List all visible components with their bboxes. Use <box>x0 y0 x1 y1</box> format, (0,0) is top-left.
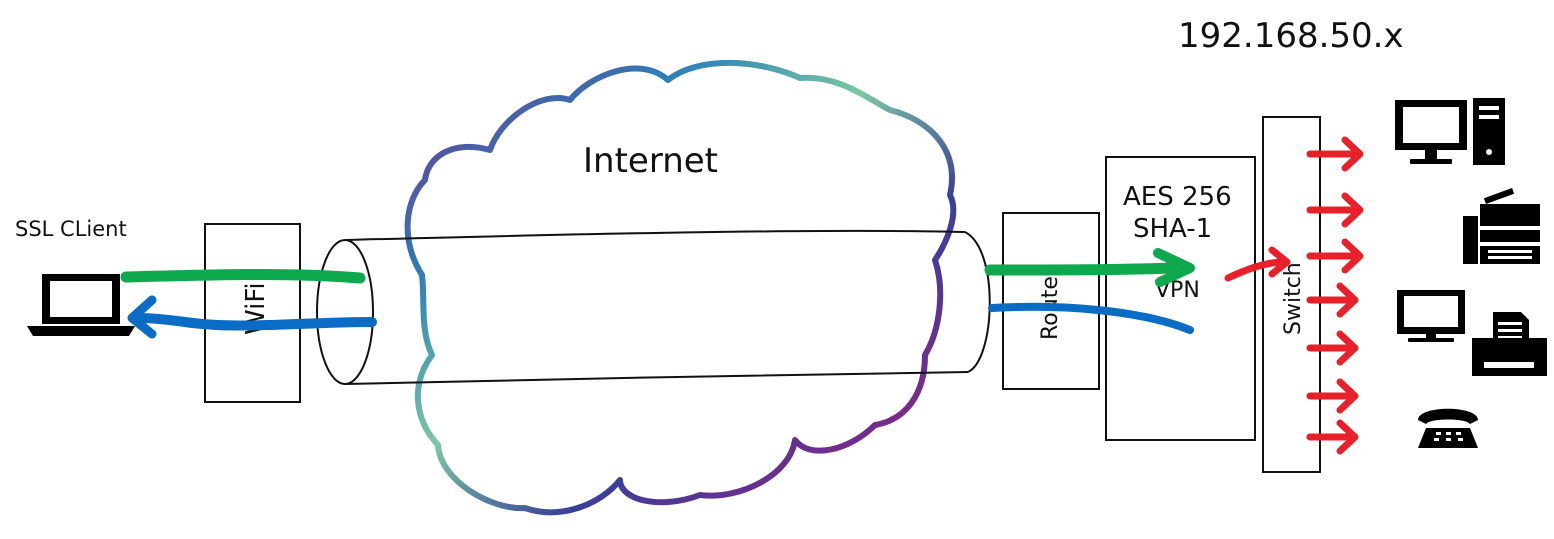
tunnel-right-end <box>964 231 991 373</box>
desktop-computer-icon <box>1395 98 1505 165</box>
port-arrow <box>1306 192 1364 228</box>
outbound-arrow-head <box>1153 248 1195 287</box>
hash-sha-label: SHA-1 <box>1133 214 1212 244</box>
tunnel-left-opening <box>316 239 374 385</box>
port-arrow <box>1306 330 1359 366</box>
internet-label: Internet <box>583 141 718 181</box>
port-arrow <box>1306 378 1359 414</box>
fax-printer-icon <box>1472 312 1547 376</box>
outbound-traffic-router-to-vpn <box>984 262 1178 276</box>
vpn-tunnel <box>316 229 991 385</box>
tunnel-bottom-edge <box>344 371 969 385</box>
multifunction-printer-icon <box>1463 188 1540 264</box>
laptop-icon <box>27 274 135 336</box>
port-arrow <box>1306 136 1364 172</box>
return-traffic-vpn-to-router <box>988 302 1194 334</box>
monitor-icon <box>1397 290 1465 342</box>
wifi-access-point <box>204 223 301 403</box>
ssl-client-label: SSL CLient <box>15 217 127 241</box>
router-box <box>1002 212 1100 390</box>
return-arrow-head <box>127 295 157 339</box>
switch-label: Switch <box>1281 262 1306 335</box>
switch-port-arrows <box>1306 136 1364 455</box>
port-arrow <box>1306 419 1359 455</box>
subnet-label: 192.168.50.x <box>1178 16 1404 56</box>
port-arrow <box>1306 282 1359 318</box>
network-switch <box>1262 116 1321 473</box>
tunnel-top-edge <box>344 229 966 241</box>
outbound-traffic-client-to-tunnel <box>120 268 366 284</box>
internet-cloud <box>404 59 957 516</box>
telephone-icon <box>1418 408 1478 448</box>
port-arrow <box>1306 238 1364 274</box>
vpn-gateway-box <box>1105 156 1256 441</box>
encryption-aes-label: AES 256 <box>1123 182 1232 212</box>
lan-traffic-vpn-to-switch <box>1224 246 1291 282</box>
return-traffic-tunnel-to-client <box>135 313 377 331</box>
